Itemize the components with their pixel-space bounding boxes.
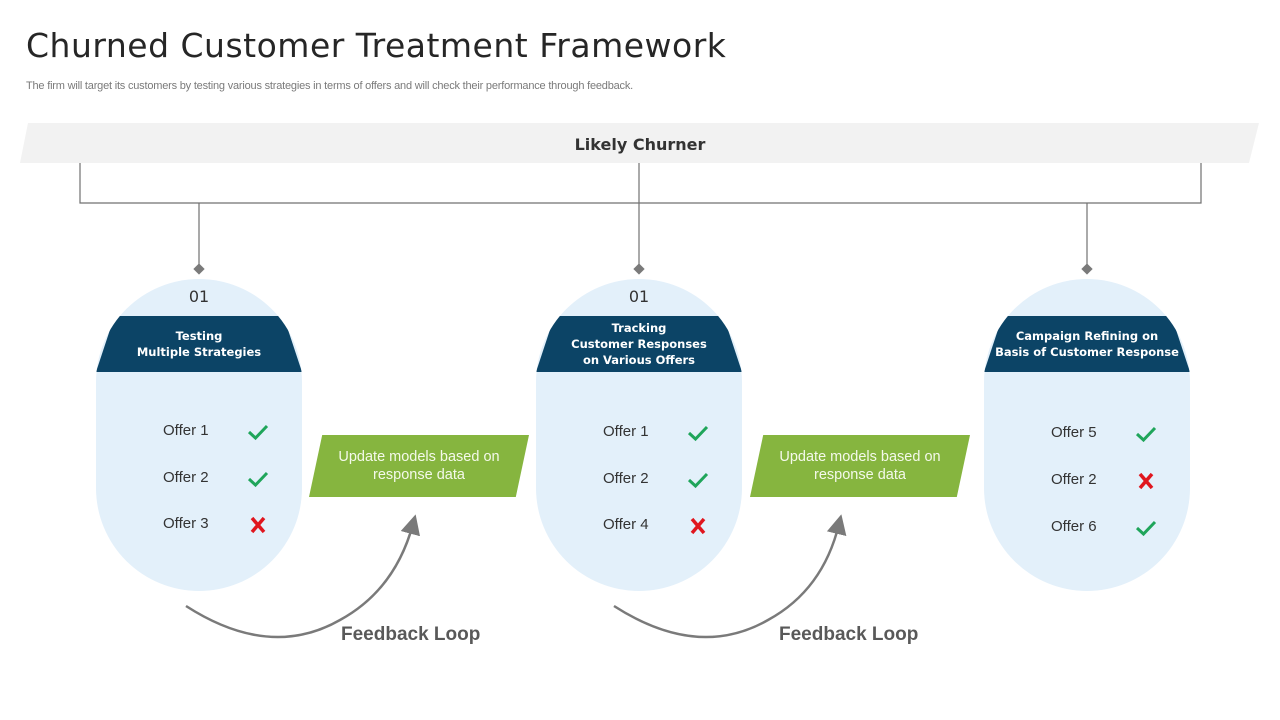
diamond-marker — [633, 263, 645, 275]
update-models-box: Update models based on response data — [750, 435, 970, 497]
banner-label: Likely Churner — [574, 135, 706, 154]
offer-item: Offer 2 — [96, 467, 302, 491]
offer-label: Offer 6 — [1051, 518, 1097, 535]
offer-item: Offer 1 — [536, 421, 742, 445]
card-heading: Testing Multiple Strategies — [96, 316, 302, 372]
offer-item: Offer 3 — [96, 513, 302, 537]
offer-label: Offer 2 — [163, 469, 209, 486]
check-icon — [687, 472, 709, 489]
strategy-card: Campaign Refining on Basis of Customer R… — [984, 279, 1190, 591]
offer-label: Offer 5 — [1051, 424, 1097, 441]
card-heading: Tracking Customer Responses on Various O… — [536, 316, 742, 372]
page-title: Churned Customer Treatment Framework — [26, 26, 727, 65]
card-heading: Campaign Refining on Basis of Customer R… — [984, 316, 1190, 372]
check-icon — [1135, 520, 1157, 537]
feedback-loop-label: Feedback Loop — [779, 624, 919, 645]
check-icon — [247, 424, 269, 441]
offer-item: Offer 5 — [984, 422, 1190, 446]
cross-icon — [690, 517, 706, 535]
bracket-connector — [79, 163, 1202, 204]
offer-label: Offer 4 — [603, 516, 649, 533]
feedback-arrow — [613, 514, 847, 639]
offer-item: Offer 2 — [984, 469, 1190, 493]
diamond-marker — [1081, 263, 1093, 275]
feedback-arrow — [185, 514, 421, 639]
offer-item: Offer 4 — [536, 514, 742, 538]
offer-item: Offer 2 — [536, 468, 742, 492]
strategy-card: 01 Tracking Customer Responses on Variou… — [536, 279, 742, 591]
card-number: 01 — [188, 287, 210, 306]
offer-item: Offer 6 — [984, 516, 1190, 540]
cross-icon — [1138, 472, 1154, 490]
card-number: 01 — [628, 287, 650, 306]
check-icon — [687, 425, 709, 442]
offer-label: Offer 2 — [1051, 471, 1097, 488]
offer-label: Offer 2 — [603, 470, 649, 487]
feedback-loop-label: Feedback Loop — [341, 624, 481, 645]
cross-icon — [250, 516, 266, 534]
offer-label: Offer 1 — [163, 422, 209, 439]
update-models-box: Update models based on response data — [309, 435, 529, 497]
check-icon — [1135, 426, 1157, 443]
page-subtitle: The firm will target its customers by te… — [26, 80, 633, 92]
offer-item: Offer 1 — [96, 420, 302, 444]
offer-label: Offer 1 — [603, 423, 649, 440]
likely-churner-banner — [20, 123, 1259, 163]
offer-label: Offer 3 — [163, 515, 209, 532]
check-icon — [247, 471, 269, 488]
strategy-card: 01 Testing Multiple Strategies Offer 1 O… — [96, 279, 302, 591]
diamond-marker — [193, 263, 205, 275]
